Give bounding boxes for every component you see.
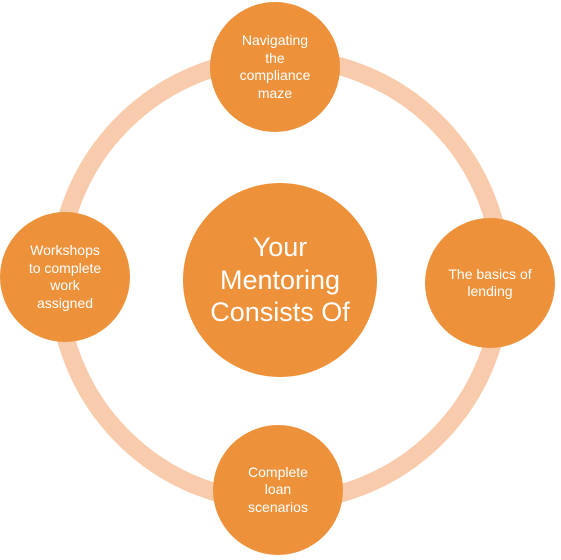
center-label: Your Mentoring Consists Of (210, 231, 350, 328)
node-compliance: Navigating the compliance maze (210, 2, 340, 132)
center-node: Your Mentoring Consists Of (183, 183, 377, 377)
node-workshops-label: Workshops to complete work assigned (28, 242, 102, 311)
node-basics-of-lending-label: The basics of lending (448, 265, 532, 300)
node-workshops: Workshops to complete work assigned (0, 212, 130, 342)
node-loan-scenarios-label: Complete loan scenarios (248, 463, 308, 515)
node-basics-of-lending: The basics of lending (425, 218, 555, 348)
node-compliance-label: Navigating the compliance maze (239, 32, 311, 101)
node-loan-scenarios: Complete loan scenarios (213, 425, 343, 555)
